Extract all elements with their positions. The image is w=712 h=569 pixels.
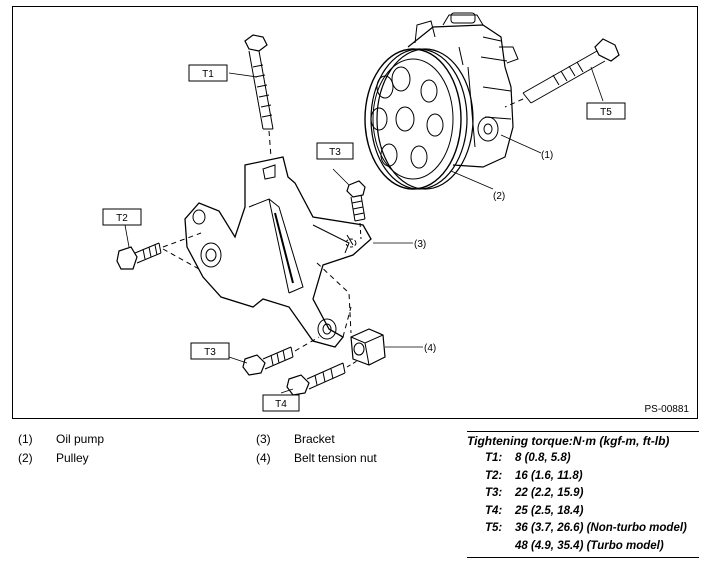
svg-text:T3: T3 — [329, 147, 341, 158]
callout-t4: T4 — [262, 394, 300, 412]
exploded-view-diagram: T1 T5 T3 T2 T3 T4 (1) (2) (3) (4) — [102, 12, 626, 412]
callout-t2: T2 — [102, 208, 142, 226]
svg-text:T4: T4 — [275, 399, 287, 410]
torque-row: T2: 16 (1.6, 11.8) — [485, 469, 583, 482]
svg-text:T1: T1 — [202, 69, 214, 80]
label-part-3: (3) — [414, 239, 426, 250]
bolt-t2 — [116, 232, 202, 270]
callout-t1: T1 — [188, 64, 228, 82]
svg-text:T5: T5 — [600, 107, 612, 118]
svg-text:T3: T3 — [204, 347, 216, 358]
label-part-1: (1) — [541, 150, 553, 161]
bolt-t1 — [244, 34, 274, 158]
oil-pump — [407, 12, 519, 168]
diagram-frame: T1 T5 T3 T2 T3 T4 (1) (2) (3) (4) PS-008… — [12, 6, 698, 419]
torque-title: Tightening torque:N·m (kgf-m, ft-lb) — [467, 431, 699, 448]
bracket — [184, 156, 372, 348]
torque-row: T4: 25 (2.5, 18.4) — [485, 504, 584, 517]
label-part-4: (4) — [424, 343, 436, 354]
bolt-t3-upper — [346, 180, 366, 240]
bolt-t5 — [504, 38, 620, 108]
pulley — [364, 48, 474, 190]
bolt-t4 — [286, 360, 358, 396]
bolt-t3-lower — [242, 336, 320, 376]
figure-id: PS-00881 — [644, 404, 689, 415]
torque-row: T5: 36 (3.7, 26.6) (Non-turbo model) — [485, 522, 687, 534]
torque-row: T3: 22 (2.2, 15.9) — [485, 487, 584, 499]
svg-text:T2: T2 — [116, 213, 128, 224]
label-part-2: (2) — [493, 191, 505, 202]
torque-table: Tightening torque:N·m (kgf-m, ft-lb) T1:… — [467, 431, 699, 558]
torque-row: 48 (4.9, 35.4) (Turbo model) — [515, 539, 664, 552]
leader-lines — [124, 66, 604, 394]
callout-t5: T5 — [586, 102, 626, 120]
callout-t3-upper: T3 — [316, 142, 354, 160]
torque-row: T1: 8 (0.8, 5.8) — [485, 452, 571, 464]
torque-list: T1: 8 (0.8, 5.8) T2: 16 (1.6, 11.8) T3: … — [467, 450, 699, 558]
callout-t3-lower: T3 — [190, 342, 230, 360]
belt-tension-nut — [350, 328, 386, 366]
alignment-line — [342, 306, 352, 338]
